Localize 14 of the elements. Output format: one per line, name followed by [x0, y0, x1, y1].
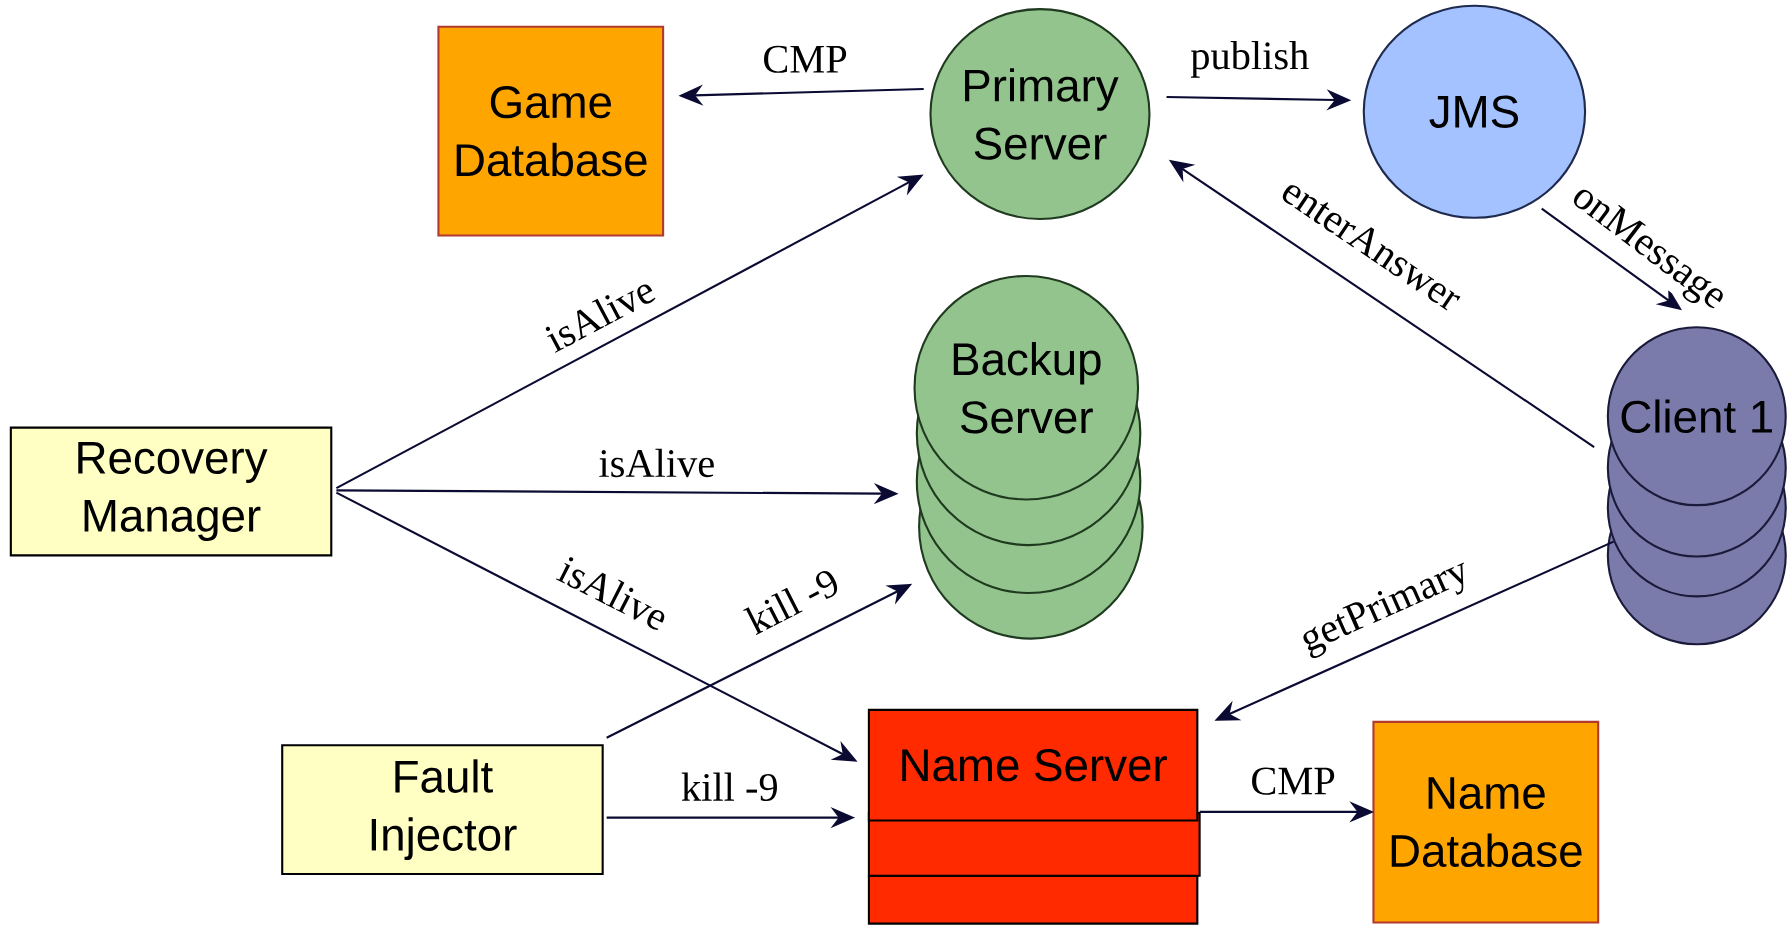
database-box: Game Database	[437, 25, 665, 237]
edge-label: CMP	[758, 42, 852, 77]
edge-label: publish	[1186, 37, 1313, 82]
edge-label: isAlive	[594, 445, 719, 481]
node-label: Client 1	[1621, 399, 1772, 433]
server-stack-drawing: Name Server	[867, 708, 1201, 925]
edge-label: CMP	[1246, 764, 1340, 799]
client-stack-drawing: Client 1	[1606, 326, 1787, 646]
server-stack-drawing: Backup Server	[913, 274, 1144, 640]
process-box: Fault Injector	[281, 744, 604, 876]
edge-label: kill -9	[737, 561, 848, 641]
database-box: Name Database	[1372, 720, 1600, 924]
edge-label: kill -9	[677, 769, 783, 805]
process-box: Recovery Manager	[9, 426, 333, 557]
